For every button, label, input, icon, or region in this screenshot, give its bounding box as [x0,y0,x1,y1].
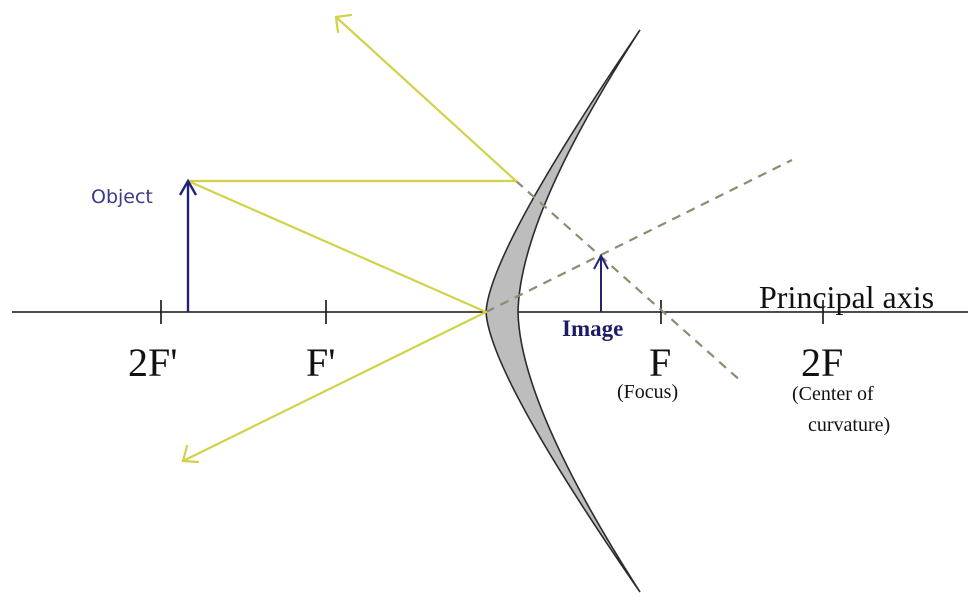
reflected-pole-ray [181,310,488,463]
center-of-curvature-note-line1: (Center of [792,383,874,405]
principal-axis-label: Principal axis [759,279,934,315]
axis-ticks [160,300,824,324]
image-arrow-icon [593,253,609,312]
extension-to-focus [515,180,743,383]
center-of-curvature-note-line2: curvature) [808,414,890,436]
object-label: Object [91,186,153,208]
two-f-prime-label: 2F' [128,340,177,385]
object-arrow-icon [178,178,198,312]
convex-mirror [485,29,641,593]
f-label: F [649,340,671,385]
reflected-parallel-ray [334,15,518,183]
light-rays [181,13,518,464]
reflected-parallel-ray-arrowhead-icon [334,13,353,34]
reflected-pole-ray-arrowhead-icon [181,444,200,464]
focus-note: (Focus) [617,381,678,403]
two-f-label: 2F [801,340,843,385]
image-label: Image [562,316,623,341]
extension-reflected-center-ray [485,159,793,313]
f-prime-label: F' [306,340,335,385]
virtual-ray-extensions [485,159,793,383]
incident-pole-ray [186,179,488,314]
